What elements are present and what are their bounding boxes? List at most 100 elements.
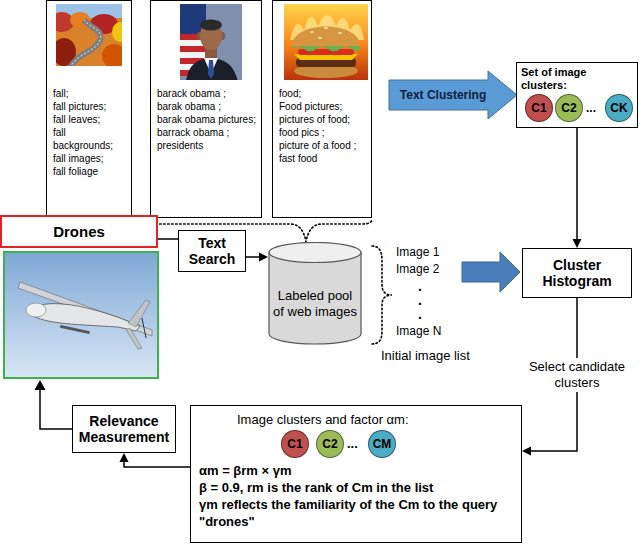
arrow-head (35, 380, 46, 390)
query-text: barak obama pictures; (157, 113, 257, 126)
burger-photo (284, 4, 368, 80)
node-text: C1 (531, 101, 546, 115)
drone-photo (5, 253, 157, 377)
node-text: Image clusters and factor αm: (237, 411, 515, 428)
arrow-body (389, 71, 517, 119)
query-text: fall images; (53, 152, 127, 165)
node-text: CM (373, 437, 392, 451)
query-text: barak obama ; (157, 100, 257, 113)
query-text: fast food (279, 152, 367, 165)
connector-line (576, 128, 578, 240)
cluster-circle: C1 (281, 430, 309, 458)
node-text: Cluster Histogram (527, 257, 627, 289)
flag-stripe (180, 46, 206, 52)
connector (573, 128, 582, 248)
query-image-box: fall;fall pictures;fall leaves;fall back… (46, 0, 132, 218)
connector-line (124, 461, 190, 467)
node-text: C1 (287, 437, 302, 451)
query-text: barrack obama ; (157, 126, 257, 139)
factor-box: Image clusters and factor αm: αm = βrm × … (190, 405, 522, 543)
arrow-head (522, 447, 531, 456)
text-clustering-arrow: Text Clustering (388, 70, 518, 120)
fall-photo (56, 4, 122, 66)
node-text: αm = βrm × γm (199, 462, 515, 479)
query-image-box: food;Food pictures;pictures of food;food… (272, 0, 372, 218)
drone-missile (60, 325, 90, 334)
query-text: food; (279, 87, 367, 100)
bun-top (292, 27, 360, 47)
dotted-brace (372, 246, 392, 344)
road-line (70, 20, 101, 66)
road (70, 20, 101, 66)
node-text: C2 (561, 101, 576, 115)
drone-tail (128, 300, 150, 327)
cylinder-top (269, 243, 361, 263)
ellipsis: ... (586, 101, 596, 116)
suit (186, 58, 238, 80)
feedback-arrow (40, 389, 72, 429)
connector (246, 253, 268, 262)
fire-ground (284, 4, 368, 80)
cluster-set-box: Set of image clusters: C1 C2 CK (516, 62, 638, 128)
query-box: Drones (0, 215, 158, 248)
sesame (318, 37, 322, 39)
query-text: fall leaves; (53, 113, 127, 126)
query-text: fall pictures; (53, 100, 127, 113)
database-cylinder: Labeled pool of web images (268, 242, 362, 345)
query-text: food pics ; (279, 126, 367, 139)
arrow-head (120, 453, 129, 462)
cluster-circle: CK (605, 94, 633, 122)
tie (208, 60, 214, 79)
sesame (324, 27, 328, 29)
photo-ground (180, 4, 242, 80)
list-item: Image N (396, 324, 441, 339)
node-text: CK (610, 101, 627, 115)
connector (120, 453, 191, 467)
drone-nose (26, 303, 46, 317)
node-text: Set of image clusters: (521, 66, 635, 92)
drone-tail (126, 328, 142, 349)
query-text: picture of a food ; (279, 139, 367, 152)
node-text: Relevance Measurement (77, 413, 171, 445)
portrait-photo (180, 4, 242, 80)
list-item: Image 1 (396, 245, 439, 260)
node-text: C2 (322, 437, 337, 451)
query-text: fall backgrounds; (53, 126, 127, 152)
drone-wing (18, 282, 152, 336)
list-item: Image 2 (396, 262, 439, 277)
connector-line (246, 256, 260, 258)
node-text: Text Clustering (400, 88, 486, 102)
query-text: Food pictures; (279, 100, 367, 113)
query-image-box: barack obama ;barak obama ;barak obama p… (150, 0, 262, 218)
process-box: Cluster Histogram (522, 248, 632, 298)
node-text: Drones (53, 223, 105, 241)
node-text: β = 0.9, rm is the rank of Cm in the lis… (199, 479, 515, 496)
ellipsis: ... (347, 436, 358, 452)
hair (200, 20, 222, 31)
flag-stripe (180, 52, 206, 58)
node-text: γm reflects the familiarity of the Cm to… (199, 496, 515, 530)
process-box: Text Search (178, 230, 246, 272)
query-text: pictures of food; (279, 113, 367, 126)
sesame (310, 31, 314, 33)
block-arrow (462, 252, 520, 292)
cluster-circle: C2 (555, 94, 583, 122)
cluster-circle: C2 (316, 430, 344, 458)
connector-line (158, 238, 178, 240)
arrow-head (573, 239, 582, 248)
query-text: presidents (157, 139, 257, 152)
query-text: barack obama ; (157, 87, 257, 100)
drone-propeller (142, 318, 146, 338)
cluster-circle: C1 (525, 94, 553, 122)
tree (112, 22, 122, 42)
cluster-circle: CM (368, 430, 396, 458)
node-text: Text Search (182, 235, 242, 267)
node-text: Labeled pool of web images (273, 288, 357, 320)
tree (102, 44, 122, 66)
list-caption: Initial image list (381, 348, 470, 364)
query-text: fall; (53, 87, 127, 100)
edge-label: Select candidate clusters (518, 358, 636, 392)
photo-sky (5, 253, 157, 377)
